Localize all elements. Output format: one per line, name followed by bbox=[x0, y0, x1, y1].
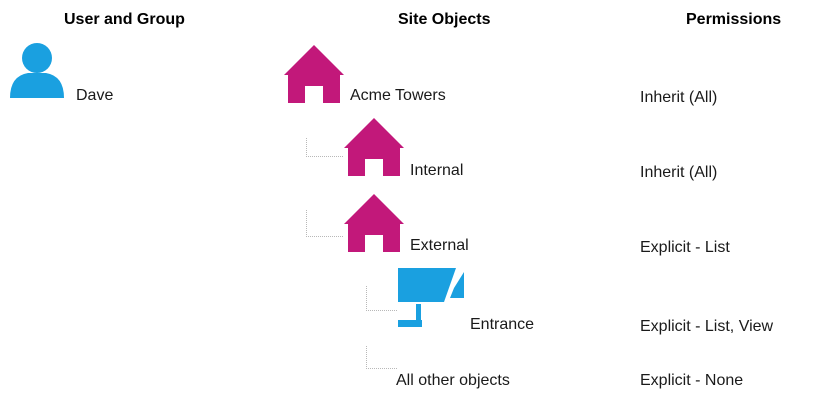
permission-value: Inherit (All) bbox=[640, 164, 718, 181]
permission-value: Explicit - List bbox=[640, 239, 730, 256]
permission-value: Explicit - None bbox=[640, 372, 744, 389]
house-icon bbox=[344, 194, 404, 252]
site-object-label: External bbox=[410, 237, 469, 254]
house-icon bbox=[344, 118, 404, 176]
camera-icon bbox=[398, 268, 464, 327]
site-object-label: Entrance bbox=[470, 316, 535, 333]
tree-connector bbox=[306, 138, 343, 157]
header-user-and-group: User and Group bbox=[64, 11, 185, 28]
site-object-label: All other objects bbox=[396, 372, 510, 389]
site-object-label: Acme Towers bbox=[350, 87, 446, 104]
tree-connector bbox=[306, 210, 343, 237]
permission-value: Inherit (All) bbox=[640, 89, 718, 106]
tree-connector bbox=[366, 286, 397, 311]
house-icon bbox=[284, 45, 344, 103]
permission-value: Explicit - List, View bbox=[640, 318, 774, 335]
header-site-objects: Site Objects bbox=[398, 11, 491, 28]
tree-connector bbox=[366, 346, 397, 369]
user-name: Dave bbox=[76, 87, 114, 104]
header-permissions: Permissions bbox=[686, 11, 782, 28]
site-object-label: Internal bbox=[410, 162, 464, 179]
user-icon bbox=[10, 43, 64, 98]
